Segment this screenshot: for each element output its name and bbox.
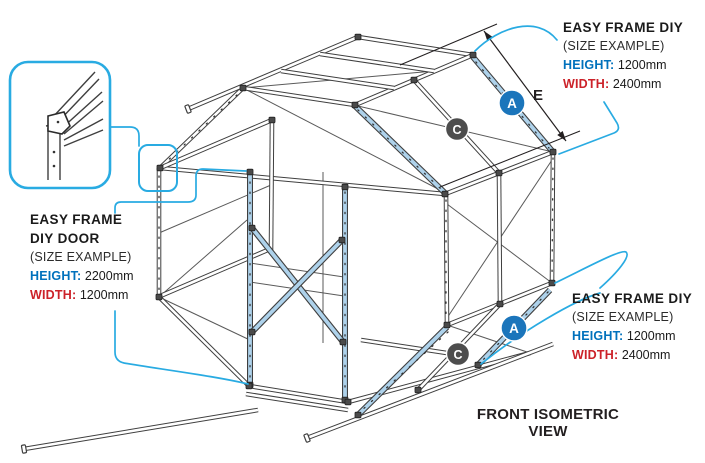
panel-top-right-title: EASY FRAME DIY — [563, 20, 684, 35]
view-caption-line2: VIEW — [528, 423, 568, 440]
width-value: 1200mm — [79, 288, 129, 302]
badge-c-top-label: C — [452, 123, 461, 137]
corner-detail-callout-box — [8, 60, 112, 190]
panel-top-right: EASY FRAME DIY (SIZE EXAMPLE) HEIGHT: 12… — [563, 18, 683, 94]
view-caption-line1: FRONT ISOMETRIC — [476, 406, 620, 423]
width-label: WIDTH: — [30, 288, 77, 302]
panel-bottom-right-title: EASY FRAME DIY — [572, 291, 693, 306]
panel-door-title-line2: DIY DOOR — [30, 231, 100, 246]
badge-c-bottom: C — [445, 341, 471, 367]
badge-c-top: C — [444, 116, 470, 142]
callout-leader-lines — [109, 25, 628, 385]
badge-a-top: A — [498, 89, 526, 117]
width-value: 2400mm — [621, 348, 671, 362]
height-value: 2200mm — [84, 269, 134, 283]
badge-a-top-label: A — [507, 96, 517, 111]
height-label: HEIGHT: — [30, 269, 82, 283]
panel-door-title-line1: EASY FRAME — [30, 212, 123, 227]
view-caption: FRONT ISOMETRIC VIEW — [455, 406, 641, 440]
height-value: 1200mm — [617, 58, 667, 72]
frame-gray-beams — [23, 34, 556, 452]
panel-door-subtitle: (SIZE EXAMPLE) — [30, 250, 132, 264]
frame-details — [20, 33, 557, 454]
badge-a-bottom: A — [500, 314, 528, 342]
width-value: 2400mm — [612, 77, 662, 91]
badge-c-bottom-label: C — [453, 348, 462, 362]
panel-bottom-right: EASY FRAME DIY (SIZE EXAMPLE) HEIGHT: 12… — [572, 289, 692, 365]
height-label: HEIGHT: — [563, 58, 615, 72]
corner-joint-connector — [47, 111, 71, 135]
panel-bottom-right-subtitle: (SIZE EXAMPLE) — [572, 310, 674, 324]
height-label: HEIGHT: — [572, 329, 624, 343]
dimension-e-label: E — [533, 87, 543, 104]
height-value: 1200mm — [626, 329, 676, 343]
panel-top-right-subtitle: (SIZE EXAMPLE) — [563, 39, 665, 53]
dimension-e-arrow — [399, 23, 581, 188]
width-label: WIDTH: — [572, 348, 619, 362]
panel-door: EASY FRAME DIY DOOR (SIZE EXAMPLE) HEIGH… — [30, 210, 134, 305]
corner-highlight-box — [138, 144, 178, 192]
badge-a-bottom-label: A — [509, 321, 519, 336]
width-label: WIDTH: — [563, 77, 610, 91]
